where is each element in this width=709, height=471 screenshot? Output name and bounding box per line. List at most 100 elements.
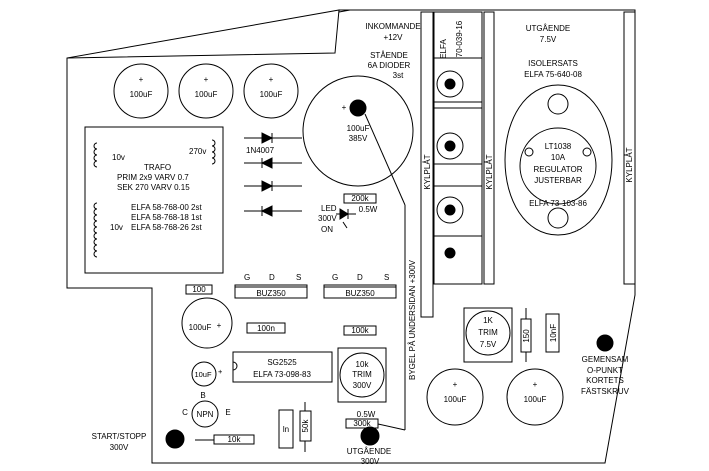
- diode-cell-2: [433, 107, 483, 165]
- diode-cell-1: [433, 57, 483, 103]
- diode-1n4007-2: [244, 157, 302, 169]
- reg-adj: JUSTERBAR: [534, 176, 582, 185]
- utgaende-label: UTGÅENDE: [526, 24, 570, 33]
- led-on: ON: [321, 225, 333, 234]
- utgaende-b-label: UTGÅENDE: [347, 447, 391, 456]
- regulator-pin-1: [524, 147, 534, 157]
- kylplat-mid: KYLPLÅT: [485, 154, 494, 189]
- r10k-label: 10k: [228, 435, 242, 444]
- ic-name: SG2525: [267, 358, 297, 367]
- isolersats-elfa: ELFA 75-640-08: [524, 70, 582, 79]
- cap-big-plus: +: [342, 103, 347, 112]
- regulator-hole-bottom: [547, 207, 569, 229]
- cap-5-plus: +: [453, 380, 458, 389]
- c100n-label: 100n: [257, 324, 275, 333]
- trim1k-volt: 7.5V: [480, 340, 497, 349]
- dioder-qty-label: 3st: [393, 71, 404, 80]
- resistor-100: [185, 284, 213, 295]
- diode-1n4007-label: 1N4007: [246, 146, 275, 155]
- mosfet1-g: G: [244, 273, 250, 282]
- cap-big-trace: [364, 113, 406, 206]
- trim-10k-frame: [337, 347, 387, 403]
- v75-label: 7.5V: [540, 35, 557, 44]
- startstopp-volt: 300V: [110, 443, 129, 452]
- cap-100n: [246, 322, 286, 334]
- regulator-pin-2: [582, 147, 592, 157]
- mosfet-2: [323, 286, 397, 299]
- plus12v-label: +12V: [384, 33, 404, 42]
- elfa-diode-num: 70-039-16: [455, 20, 464, 57]
- mosfet1-label: BUZ350: [256, 289, 286, 298]
- cap-4-plus: +: [217, 321, 222, 330]
- heatsink-left: [420, 11, 434, 318]
- reg-amp: 10A: [551, 153, 566, 162]
- led-symbol: [336, 208, 356, 229]
- trim-1k: [465, 310, 511, 356]
- reg-name: LT1038: [545, 142, 572, 151]
- resistor-100k: [343, 325, 377, 336]
- r100-label: 100: [192, 285, 206, 294]
- trafo-270v: 270v: [189, 147, 206, 156]
- fastskruv-label: FÄSTSKRUV: [581, 387, 630, 396]
- trafo-sek: SEK 270 VARV 0.15: [117, 183, 190, 192]
- cap-5-label: 100uF: [444, 395, 467, 404]
- staende-label: STÅENDE: [370, 51, 408, 60]
- npn-b: B: [200, 391, 205, 400]
- cap-10uf-plus: +: [218, 367, 223, 376]
- cap-big: [302, 75, 414, 187]
- ic-elfa: ELFA 73-098-83: [253, 370, 311, 379]
- cap-3-label: 100uF: [260, 90, 283, 99]
- isolersats-label: ISOLERSATS: [528, 59, 578, 68]
- cap-1-label: 100uF: [130, 90, 153, 99]
- diode-1: [436, 70, 464, 98]
- trim10k-word: TRIM: [352, 370, 372, 379]
- cap-100uf-5: [426, 368, 484, 426]
- trafo-elfa-1: ELFA 58-768-00 2st: [131, 203, 202, 212]
- gemensam-label: GEMENSAM: [582, 355, 629, 364]
- diode-1n4007-3: [244, 180, 302, 192]
- cap-4-label: 100uF: [189, 323, 212, 332]
- inductor-ln: [278, 409, 294, 449]
- cap-10uf: [191, 361, 217, 387]
- cap-2-label: 100uF: [195, 90, 218, 99]
- ln-label: ln: [283, 425, 289, 434]
- cap-100uf-3: [243, 63, 299, 119]
- regulator-hole-top: [547, 93, 569, 115]
- resistor-200k: [343, 193, 377, 204]
- diode-1n4007-4: [244, 205, 302, 217]
- led-label: LED: [321, 204, 337, 213]
- cap-2-plus: +: [204, 75, 209, 84]
- trim-1k-frame: [463, 307, 513, 363]
- r200k-watt: 0.5W: [359, 205, 378, 214]
- mosfet1-s: S: [296, 273, 301, 282]
- cap-1-plus: +: [139, 75, 144, 84]
- transformer-winding-1: [93, 142, 98, 168]
- ic-notch: [232, 361, 238, 371]
- trim10k-volt: 300V: [353, 381, 372, 390]
- trafo-elfa-3: ELFA 58-768-26 2st: [131, 223, 202, 232]
- r150-label: 150: [522, 329, 531, 343]
- cap-6-plus: +: [533, 380, 538, 389]
- trim-10k: [339, 352, 385, 398]
- c10nf-label: 10nF: [549, 324, 558, 342]
- cap-big-value: 100uF: [347, 124, 370, 133]
- r50k-label: 50k: [301, 419, 310, 433]
- regulator-outline: [504, 84, 613, 236]
- trim1k-word: TRIM: [478, 328, 498, 337]
- cap-10uf-label: 10uF: [194, 370, 212, 379]
- trafo-10v-top: 10v: [112, 153, 125, 162]
- r300k-lead: [377, 423, 406, 431]
- cap-3-plus: +: [269, 75, 274, 84]
- diode-2-pad: [444, 140, 456, 152]
- diode-pad-4: [444, 247, 456, 259]
- npn-c: C: [182, 408, 188, 417]
- trafo-prim: PRIM 2x9 VARV 0.7: [117, 173, 189, 182]
- heatsink-mid: [483, 11, 495, 285]
- start-stopp-pad: [165, 429, 185, 449]
- reg-elfa: ELFA 73-103-86: [529, 199, 587, 208]
- cap-big-voltage: 385V: [349, 134, 368, 143]
- diode-3: [436, 196, 464, 224]
- reg-type: REGULATOR: [533, 165, 582, 174]
- resistor-300k: [345, 418, 379, 429]
- diode-1n4007-1: [244, 132, 302, 144]
